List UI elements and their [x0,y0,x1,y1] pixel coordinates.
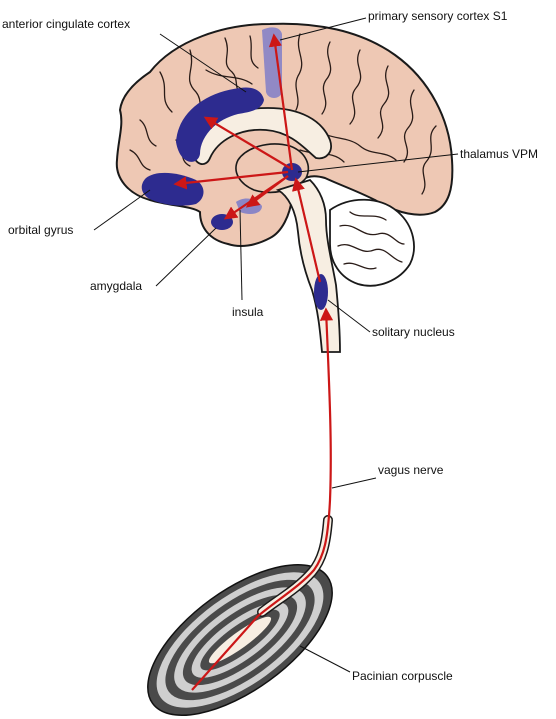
label-anterior-cingulate: anterior cingulate cortex [2,17,130,31]
label-solitary-nucleus: solitary nucleus [372,325,455,339]
label-vagus-nerve: vagus nerve [378,463,444,477]
label-primary-sensory: primary sensory cortex S1 [368,9,508,23]
label-orbital-gyrus: orbital gyrus [8,223,73,237]
label-pacinian-corpuscle: Pacinian corpuscle [352,669,453,683]
label-thalamus-vpm: thalamus VPM [460,147,538,161]
label-insula: insula [232,305,264,319]
solitary-nucleus-region [314,274,328,310]
label-amygdala: amygdala [90,279,142,293]
